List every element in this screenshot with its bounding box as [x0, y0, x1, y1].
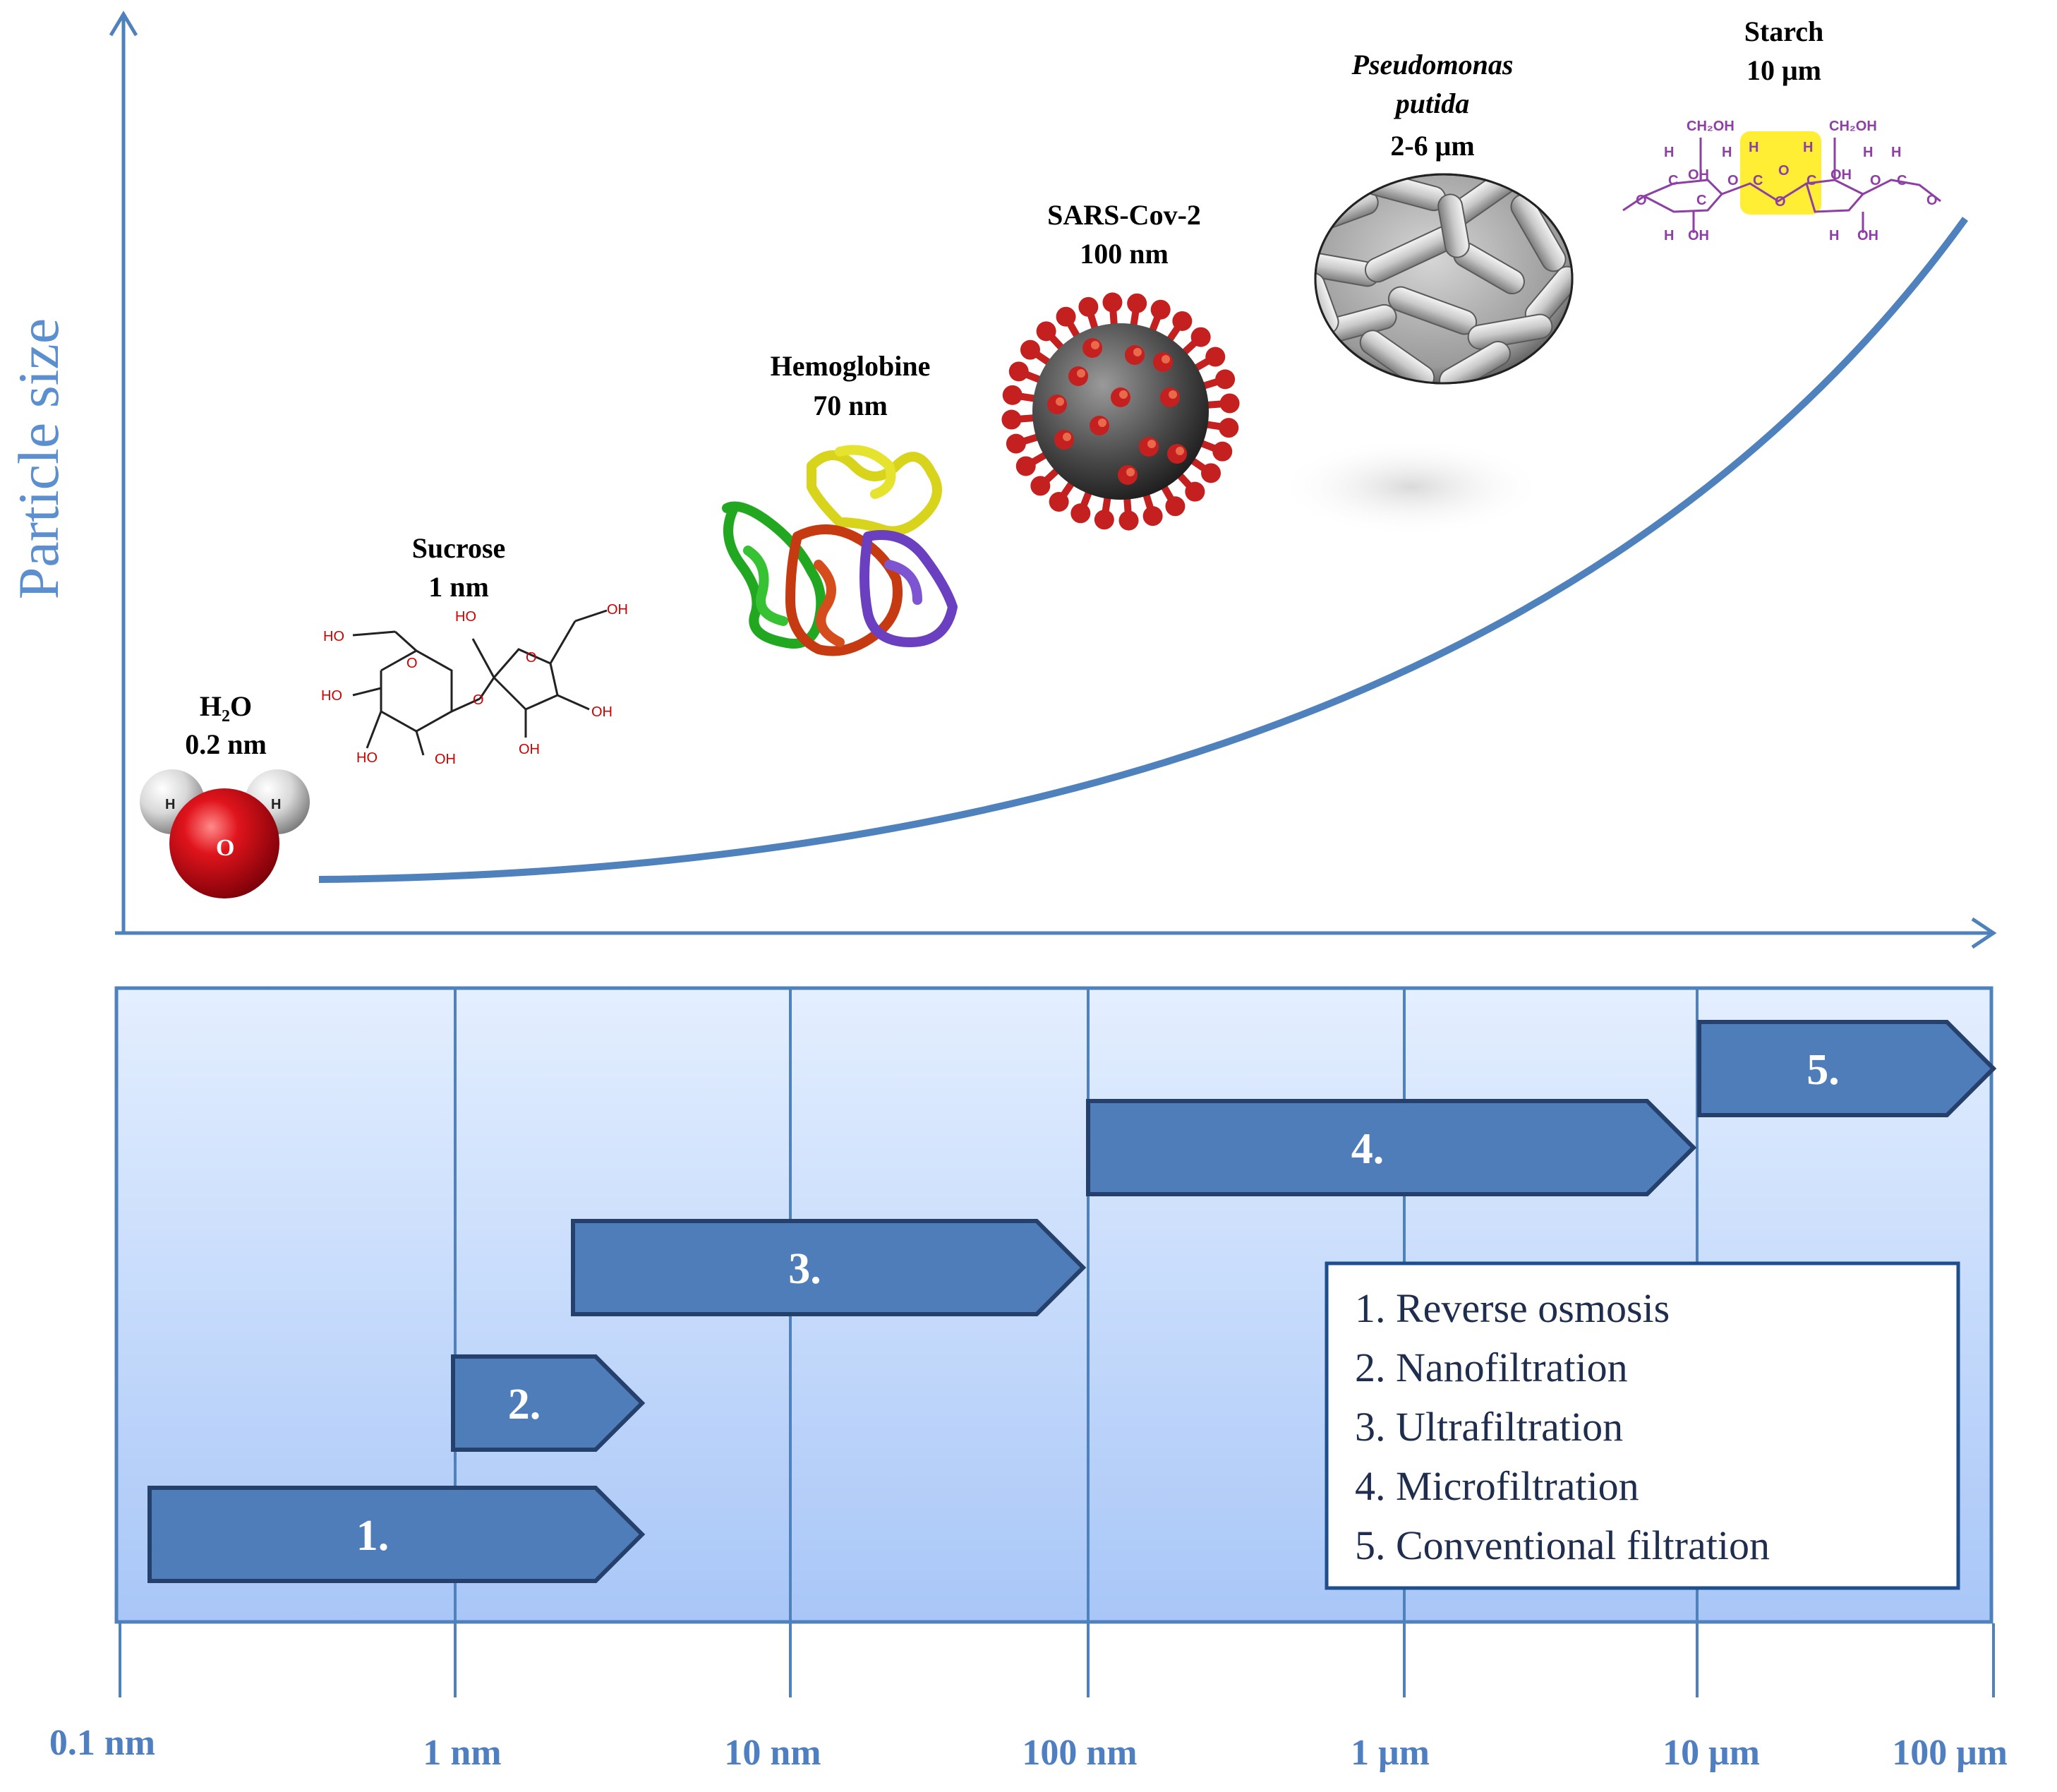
y-axis: Particle size: [6, 11, 138, 933]
svg-text:O: O: [1870, 173, 1881, 188]
process-arrow-5: 5.: [1697, 1020, 1997, 1117]
svg-text:OH: OH: [1688, 228, 1709, 243]
svg-text:CH₂OH: CH₂OH: [1829, 119, 1877, 134]
particle-name: Sucrose: [412, 532, 506, 564]
legend-item-1: 1. Reverse osmosis: [1355, 1285, 1670, 1331]
scale-label-0: 0.1 nm: [49, 1723, 155, 1763]
svg-text:H: H: [1829, 228, 1839, 243]
svg-text:H: H: [1664, 228, 1674, 243]
particle-size: 1 nm: [428, 571, 489, 603]
particle-name: Hemoglobine: [771, 350, 931, 382]
svg-text:O: O: [1727, 173, 1739, 188]
particle-name: Starch: [1744, 16, 1824, 47]
svg-text:C: C: [1806, 173, 1816, 188]
scale-label-5: 10 μm: [1663, 1733, 1760, 1773]
legend-item-4: 4. Microfiltration: [1355, 1463, 1639, 1509]
svg-text:O: O: [1926, 193, 1938, 208]
process-arrow-label: 4.: [1351, 1125, 1385, 1173]
particle-sars-cov-2: SARS-Cov-2 100 nm: [1001, 199, 1240, 531]
scale-label-6: 100 μm: [1892, 1733, 2008, 1773]
virus-icon: [1001, 292, 1240, 531]
process-arrow-label: 3.: [788, 1245, 821, 1293]
svg-text:OH: OH: [435, 752, 456, 767]
y-axis-label: Particle size: [6, 318, 71, 599]
legend-item-3: 3. Ultrafiltration: [1355, 1404, 1623, 1450]
svg-text:HO: HO: [321, 688, 342, 704]
process-arrow-label: 1.: [356, 1512, 390, 1560]
svg-text:C: C: [1696, 193, 1706, 208]
svg-text:H: H: [1803, 140, 1813, 155]
svg-text:H: H: [1749, 140, 1759, 155]
particle-name: Pseudomonas: [1351, 49, 1514, 80]
svg-text:H: H: [1891, 145, 1901, 160]
scale-label-3: 100 nm: [1022, 1733, 1137, 1773]
particle-hemoglobin: Hemoglobine 70 nm: [722, 350, 958, 656]
particle-starch: Starch 10 μm CH₂OH CH₂OH H C OH C H: [1622, 16, 1941, 243]
size-growth-curve: [318, 217, 1969, 883]
particle-sucrose: Sucrose 1 nm HO HO HO OH O O: [321, 532, 628, 767]
process-arrow-label: 5.: [1806, 1046, 1840, 1094]
particle-pseudomonas: Pseudomonas putida 2-6 μm: [1277, 49, 1574, 536]
svg-text:C: C: [1668, 173, 1678, 188]
svg-text:OH: OH: [1857, 228, 1878, 243]
svg-text:OH: OH: [1688, 167, 1709, 183]
particle-size: 10 μm: [1747, 54, 1821, 86]
x-axis: [115, 917, 1997, 949]
particle-water: H₂O 0.2 nm H H O: [140, 690, 310, 898]
svg-text:O: O: [1778, 163, 1790, 179]
scale-label-2: 10 nm: [724, 1733, 821, 1773]
svg-text:OH: OH: [591, 704, 613, 720]
svg-text:O: O: [1636, 193, 1647, 208]
svg-text:OH: OH: [519, 742, 540, 757]
sucrose-atoms: HO HO HO OH O O O HO OH OH OH: [321, 602, 628, 767]
svg-text:H: H: [1863, 145, 1873, 160]
starch-structure-icon: CH₂OH CH₂OH H C OH C H O H C O H C OH H …: [1622, 119, 1941, 243]
particle-size: 100 nm: [1080, 238, 1169, 270]
process-arrow-2: 2.: [451, 1354, 646, 1452]
svg-text:H: H: [1722, 145, 1732, 160]
scale-label-1: 1 nm: [423, 1733, 501, 1773]
particle-size: 0.2 nm: [185, 728, 267, 760]
legend-item-5: 5. Conventional filtration: [1355, 1522, 1770, 1568]
hemoglobin-protein-icon: [722, 445, 958, 656]
process-arrows: 1. 2. 3. 4. 5.: [147, 1020, 1997, 1583]
particle-name: H₂O: [200, 690, 252, 722]
process-legend: 1. Reverse osmosis 2. Nanofiltration 3. …: [1325, 1261, 1960, 1590]
svg-text:H: H: [271, 797, 281, 812]
svg-text:O: O: [1775, 194, 1786, 210]
sucrose-structure-icon: [352, 609, 608, 756]
svg-text:O: O: [216, 835, 234, 861]
svg-text:C: C: [1753, 173, 1763, 188]
process-arrow-4: 4.: [1086, 1099, 1697, 1196]
filtration-scale-panel: 1. 2. 3. 4. 5. 1. Reverse osmosis 2. Nanofil…: [114, 986, 1997, 1624]
svg-text:O: O: [526, 650, 537, 666]
svg-text:C: C: [1897, 173, 1907, 188]
particle-size: 2-6 μm: [1390, 130, 1474, 162]
svg-text:O: O: [406, 656, 418, 671]
svg-text:H: H: [165, 797, 175, 812]
svg-text:OH: OH: [1830, 167, 1852, 183]
bacteria-shadow: [1277, 438, 1545, 536]
svg-text:HO: HO: [323, 629, 344, 644]
process-arrow-label: 2.: [508, 1381, 541, 1429]
particle-name-2: putida: [1394, 88, 1469, 119]
svg-text:CH₂OH: CH₂OH: [1687, 119, 1735, 134]
svg-text:H: H: [1664, 145, 1674, 160]
svg-text:O: O: [473, 692, 484, 708]
process-arrow-1: 1.: [147, 1486, 646, 1583]
water-molecule-icon: H H O: [140, 769, 310, 898]
size-scale-axis: 0.1 nm 1 nm 10 nm 100 nm 1 μm 10 μm 100 μm: [49, 1623, 2008, 1773]
particle-name: SARS-Cov-2: [1047, 199, 1201, 231]
svg-text:HO: HO: [455, 609, 476, 625]
particle-size: 70 nm: [813, 390, 888, 421]
svg-text:OH: OH: [607, 602, 628, 618]
process-arrow-3: 3.: [571, 1219, 1087, 1316]
glycosidic-bond-highlight: [1740, 131, 1821, 215]
svg-text:HO: HO: [356, 750, 378, 766]
scale-label-4: 1 μm: [1351, 1733, 1430, 1773]
bacteria-micrograph-icon: [1314, 173, 1574, 385]
legend-item-2: 2. Nanofiltration: [1355, 1345, 1628, 1390]
